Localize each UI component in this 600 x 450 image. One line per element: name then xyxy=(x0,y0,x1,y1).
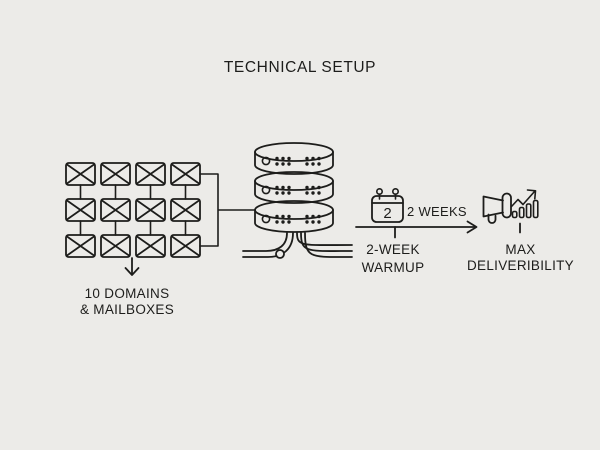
page-title: TECHNICAL SETUP xyxy=(223,59,377,76)
envelope-icon xyxy=(135,198,166,222)
megaphone-handle xyxy=(487,213,497,224)
warmup-label: 2-WEEK WARMUP xyxy=(333,241,453,276)
server-cables xyxy=(242,232,353,259)
envelope-icon xyxy=(135,234,166,258)
calendar-icon: 2 xyxy=(371,188,404,223)
mailboxes-label: 10 DOMAINS & MAILBOXES xyxy=(52,286,202,317)
down-arrow-icon xyxy=(124,257,140,276)
megaphone-cone xyxy=(482,195,504,218)
server-led-dots xyxy=(275,156,321,224)
mailboxes-label-line1: 10 DOMAINS xyxy=(84,286,170,301)
outcome-label-line1: MAX xyxy=(505,242,536,257)
duration-label: 2 WEEKS xyxy=(407,204,467,219)
mailboxes-label-line2: & MAILBOXES xyxy=(79,301,175,317)
warmup-label-line2: WARMUP xyxy=(361,259,425,275)
envelope-icon xyxy=(65,234,96,258)
outcome-label-line2: DELIVERIBILITY xyxy=(467,257,574,273)
envelope-icon xyxy=(65,198,96,222)
warmup-label-line1: 2-WEEK xyxy=(366,242,420,257)
envelope-icon xyxy=(135,162,166,186)
flow-arrow xyxy=(355,220,521,239)
outcome-label: MAX DELIVERIBILITY xyxy=(448,242,593,273)
envelope-icon xyxy=(170,198,201,222)
megaphone-chart-icon xyxy=(482,189,539,224)
envelope-icon xyxy=(65,162,96,186)
calendar-day: 2 xyxy=(383,205,391,222)
mailbox-grid xyxy=(65,162,201,258)
mailbox-column-connectors xyxy=(79,184,187,236)
envelope-icon xyxy=(100,198,131,222)
envelope-icon xyxy=(170,234,201,258)
megaphone-body xyxy=(501,192,512,219)
envelope-icon xyxy=(100,234,131,258)
envelope-icon xyxy=(170,162,201,186)
server-stack-icon xyxy=(242,142,353,259)
envelope-icon xyxy=(100,162,131,186)
growth-bars xyxy=(511,199,539,219)
trend-arrow xyxy=(510,189,537,208)
bracket-connector xyxy=(199,173,256,247)
